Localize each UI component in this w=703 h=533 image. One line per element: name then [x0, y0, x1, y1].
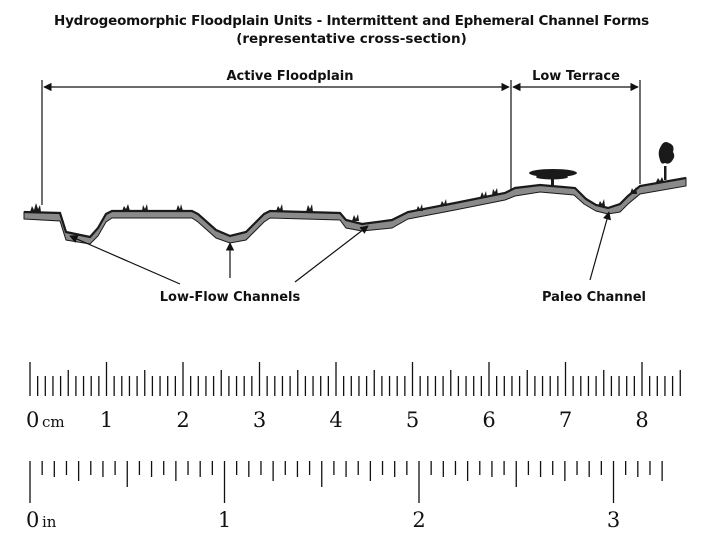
low-terrace-span: Low Terrace [512, 69, 641, 184]
ruler-number: 4 [329, 408, 342, 432]
shrub-icon [176, 204, 183, 211]
shrub-icon [440, 199, 447, 206]
figure-title: Hydrogeomorphic Floodplain Units - Inter… [53, 13, 649, 29]
shrub-icon [630, 187, 637, 194]
low-flow-channels-callout: Low-Flow Channels [69, 225, 369, 305]
active-floodplain-span: Active Floodplain [41, 69, 512, 205]
low-terrace-label: Low Terrace [532, 69, 620, 84]
shrub-icon [492, 188, 498, 195]
shrub-icon [142, 204, 148, 211]
paleo-channel-callout: Paleo Channel [542, 211, 646, 305]
shrub-icon [122, 204, 130, 211]
ruler-number: 2 [176, 408, 189, 432]
low-flow-channels-label: Low-Flow Channels [160, 290, 301, 305]
title-block: Hydrogeomorphic Floodplain Units - Inter… [0, 12, 703, 48]
callout-arrow [294, 225, 369, 283]
ruler-number: 1 [218, 508, 231, 532]
shrub-icon [276, 204, 283, 211]
ground-surface-line [23, 176, 687, 239]
shrub-icon [416, 204, 423, 211]
ruler-unit-label: cm [42, 413, 65, 431]
shrub-icon [598, 199, 605, 206]
tall-tree-icon [656, 142, 675, 182]
callout-arrow [589, 211, 612, 281]
ruler-number: 8 [635, 408, 648, 432]
shrub-icon [352, 214, 359, 221]
ruler-number: 7 [559, 408, 572, 432]
ruler-number: 5 [406, 408, 419, 432]
shrub-icon [30, 203, 41, 212]
inch-ruler: 0 1 2 3 in [26, 461, 663, 532]
ruler-number: 2 [412, 508, 425, 532]
ruler-unit-label: in [42, 513, 57, 531]
ground-profile [23, 176, 687, 245]
active-floodplain-label: Active Floodplain [226, 69, 353, 84]
centimeter-ruler: 0 1 2 3 4 5 6 7 8 cm [26, 362, 681, 432]
ruler-number: 0 [26, 408, 39, 432]
paleo-channel-label: Paleo Channel [542, 290, 646, 305]
ruler-number: 3 [607, 508, 620, 532]
callout-arrow [69, 235, 181, 285]
ruler-number: 0 [26, 508, 39, 532]
tree-icon [529, 169, 577, 186]
ruler-number: 3 [253, 408, 266, 432]
vegetation [30, 142, 675, 221]
shrub-icon [480, 191, 487, 198]
ruler-number: 6 [482, 408, 495, 432]
shrub-icon [306, 204, 313, 212]
figure-subtitle: (representative cross-section) [236, 31, 467, 47]
ruler-number: 1 [100, 408, 113, 432]
